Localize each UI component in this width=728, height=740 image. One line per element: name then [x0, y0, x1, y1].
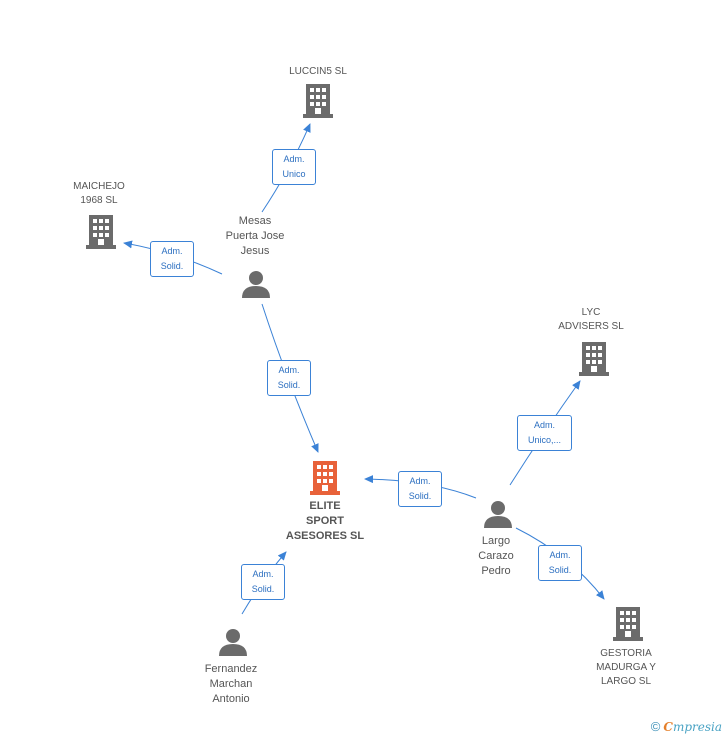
- empresia-logo[interactable]: © Cmpresia: [651, 719, 722, 734]
- brand-rest: mpresia: [672, 719, 722, 734]
- node-label-elite[interactable]: ELITE SPORT ASESORES SL: [285, 500, 365, 542]
- edge-label-mesas-maichejo: Adm. Solid.: [150, 241, 194, 277]
- node-label-maichejo[interactable]: MAICHEJO 1968 SL: [73, 181, 125, 206]
- node-label-largo[interactable]: Largo Carazo Pedro: [478, 535, 514, 577]
- edge-label-mesas-elite: Adm. Solid.: [267, 360, 311, 396]
- edge-label-largo-gestoria: Adm. Solid.: [538, 545, 582, 581]
- person-icon[interactable]: [242, 271, 270, 298]
- node-label-mesas[interactable]: Mesas Puerta Jose Jesus: [225, 215, 285, 257]
- building-icon[interactable]: [579, 342, 609, 376]
- node-label-luccin5[interactable]: LUCCIN5 SL: [289, 66, 347, 77]
- person-icon[interactable]: [219, 629, 247, 656]
- copyright-icon: ©: [650, 719, 661, 734]
- brand-name: Cmpresia: [663, 720, 722, 734]
- building-icon-main[interactable]: [310, 461, 340, 495]
- node-label-fernandez[interactable]: Fernandez Marchan Antonio: [204, 663, 258, 705]
- node-label-gestoria[interactable]: GESTORIA MADURGA Y LARGO SL: [596, 648, 656, 687]
- node-label-lyc[interactable]: LYC ADVISERS SL: [558, 307, 624, 332]
- building-icon[interactable]: [86, 215, 116, 249]
- person-icon[interactable]: [484, 501, 512, 528]
- edge-label-largo-elite: Adm. Solid.: [398, 471, 442, 507]
- edge-label-fernandez-elite: Adm. Solid.: [241, 564, 285, 600]
- brand-first-letter: C: [663, 719, 673, 734]
- building-icon[interactable]: [303, 84, 333, 118]
- edge-label-mesas-luccin5: Adm. Unico: [272, 149, 316, 185]
- edge-label-largo-lyc: Adm. Unico,...: [517, 415, 572, 451]
- building-icon[interactable]: [613, 607, 643, 641]
